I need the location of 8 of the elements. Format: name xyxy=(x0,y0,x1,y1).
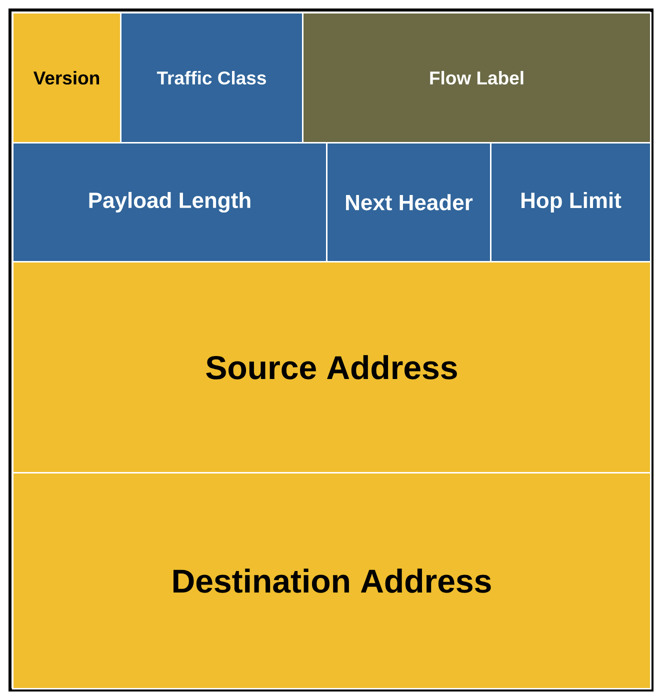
header-field: Next Header xyxy=(326,142,492,262)
header-field: Source Address xyxy=(12,261,652,474)
header-field: Flow Label xyxy=(302,12,652,144)
header-field: Hop Limit xyxy=(490,142,652,262)
header-field: Version xyxy=(12,12,122,144)
header-field: Payload Length xyxy=(12,142,328,262)
header-field: Traffic Class xyxy=(120,12,304,144)
header-field: Destination Address xyxy=(12,472,652,690)
